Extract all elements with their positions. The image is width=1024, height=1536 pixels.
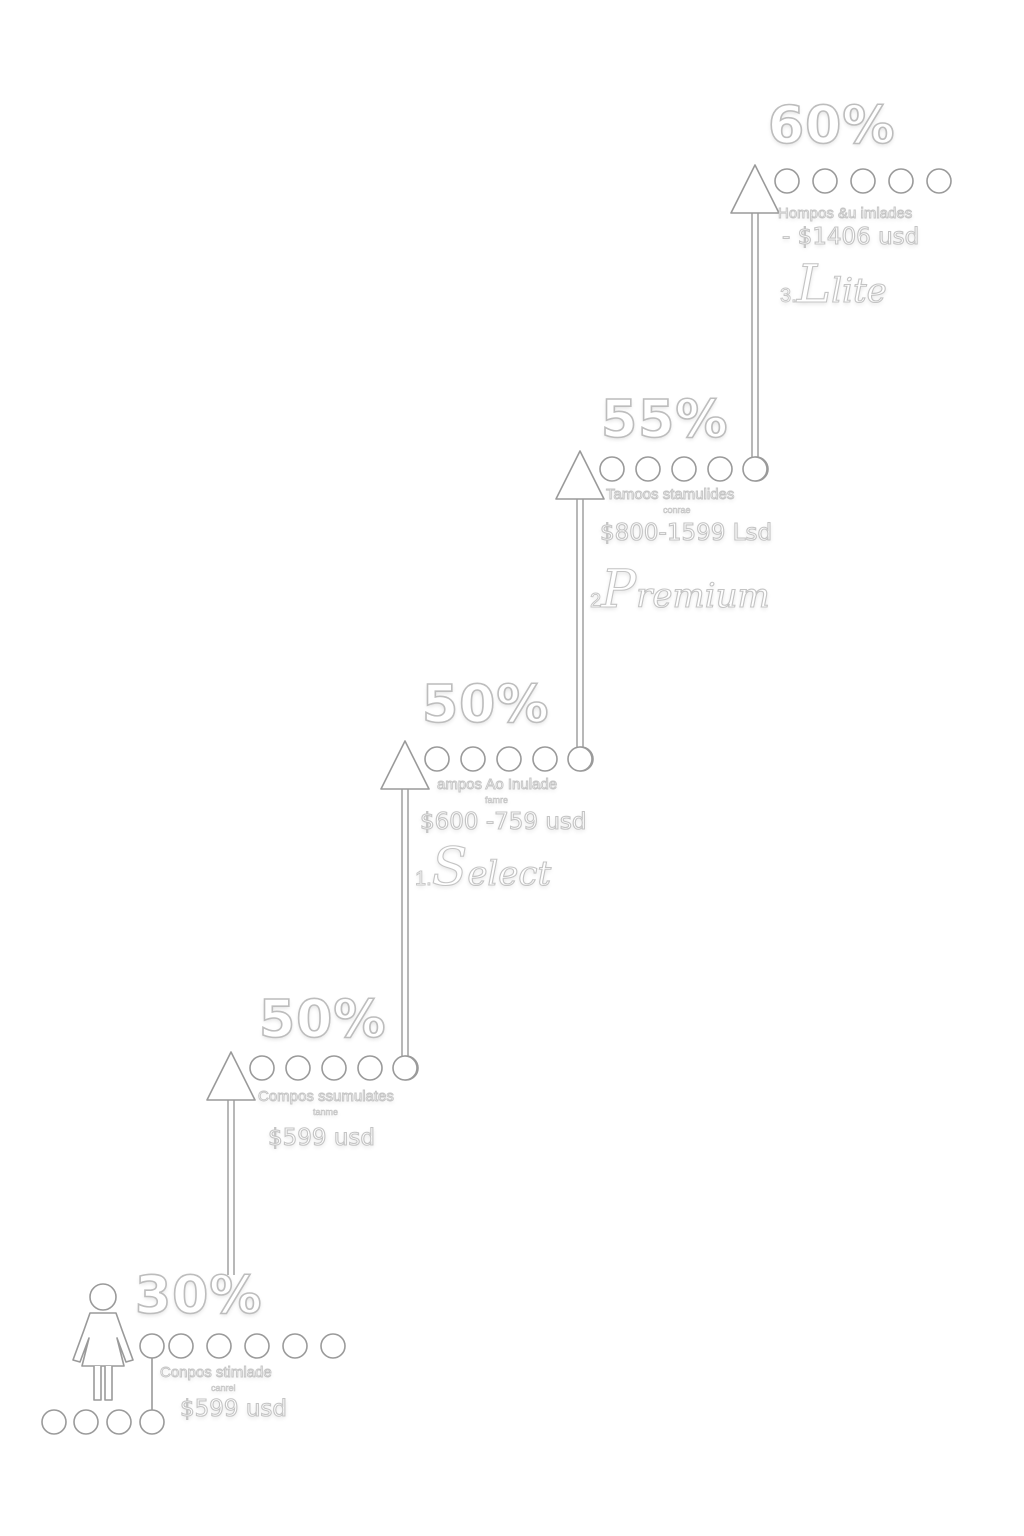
step-3-tier-rest: elect — [467, 853, 552, 894]
step-4-dot-2 — [635, 456, 661, 482]
step-3-tier-initial: S — [431, 837, 468, 898]
step-2-dot-3 — [321, 1055, 347, 1081]
step-5-percent: 60% — [767, 95, 896, 157]
step-3-dot-2 — [460, 746, 486, 772]
step-5-tier: 3.Llite — [780, 254, 888, 315]
step-4-tier: 2Premium — [590, 559, 771, 620]
step-4-tier-initial: P — [601, 559, 637, 620]
step-3-percent: 50% — [421, 674, 550, 736]
base-post-ring — [139, 1409, 165, 1435]
arrow-4-connector — [742, 456, 768, 482]
base-dot-2 — [73, 1409, 99, 1435]
step-4-percent: 55% — [600, 389, 729, 451]
arrow-2-connector — [392, 1055, 418, 1081]
step-5-tier-number: 3. — [780, 285, 798, 308]
step-5-dot-5 — [926, 168, 952, 194]
arrow-3-connector — [567, 746, 593, 772]
step-3-tier-number: 1. — [415, 868, 433, 891]
step-2-price: $599 usd — [267, 1124, 376, 1151]
step-4-small-label: conrae — [663, 505, 691, 516]
step-2-small-label: tanme — [313, 1107, 339, 1118]
person-icon — [72, 1283, 134, 1401]
base-dot-1 — [41, 1409, 67, 1435]
step-5-dot-2 — [812, 168, 838, 194]
step-1-description: Conpos stimlade — [160, 1364, 273, 1382]
step-3-price: $600 -759 usd — [419, 808, 587, 835]
step-4-tier-rest: remium — [636, 575, 771, 616]
step-4-dot-4 — [707, 456, 733, 482]
step-2-dot-4 — [357, 1055, 383, 1081]
step-4-description: Tamoos stamulides — [606, 486, 735, 504]
step-5-dot-4 — [888, 168, 914, 194]
step-5-description: Hompos &u imlades — [778, 205, 913, 223]
arrow-1-head — [206, 1051, 256, 1101]
step-5-dot-1 — [774, 168, 800, 194]
step-1-dot-1 — [168, 1333, 194, 1359]
base-post-top-ring — [139, 1333, 165, 1359]
step-1-dot-3 — [244, 1333, 270, 1359]
step-4-tier-number: 2 — [590, 590, 602, 613]
arrow-3-head — [555, 450, 605, 500]
step-2-description: Compos ssumulates — [258, 1088, 395, 1106]
step-5-dot-3 — [850, 168, 876, 194]
step-3-description: ampos Ao Inulade — [437, 776, 558, 794]
step-1-dot-4 — [282, 1333, 308, 1359]
step-2-percent: 50% — [258, 989, 387, 1051]
arrow-2-head — [380, 740, 430, 790]
step-1-price: $599 usd — [179, 1395, 288, 1422]
step-5-tier-rest: lite — [831, 270, 888, 311]
step-1-dot-2 — [206, 1333, 232, 1359]
step-1-percent: 30% — [134, 1265, 263, 1327]
step-2-dot-1 — [249, 1055, 275, 1081]
step-1-dot-5 — [320, 1333, 346, 1359]
base-dot-3 — [106, 1409, 132, 1435]
step-3-tier: 1.Select — [415, 837, 552, 898]
step-5-tier-initial: L — [796, 254, 832, 315]
step-2-dot-2 — [285, 1055, 311, 1081]
step-3-dot-3 — [496, 746, 522, 772]
step-3-small-label: famre — [485, 795, 509, 806]
step-4-dot-3 — [671, 456, 697, 482]
arrow-4-head — [730, 164, 780, 214]
step-3-dot-4 — [532, 746, 558, 772]
step-4-dot-1 — [599, 456, 625, 482]
step-4-price: $800-1599 Lsd — [599, 519, 773, 546]
step-3-dot-1 — [424, 746, 450, 772]
step-5-price: - $1406 usd — [781, 223, 920, 250]
step-1-small-label: canrel — [211, 1383, 236, 1394]
